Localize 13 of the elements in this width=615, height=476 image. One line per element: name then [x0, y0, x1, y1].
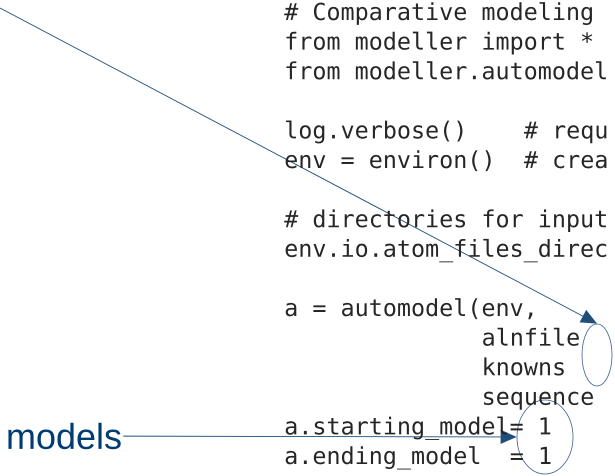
code-text: knowns: [484, 357, 564, 376]
code-text: from modeller import *: [286, 32, 592, 54]
code-text: # requ: [524, 122, 606, 144]
code-text: # Comparative modeling: [284, 2, 592, 26]
code-text: from modeller.automodel: [286, 61, 606, 80]
annotation-text: models: [8, 422, 121, 450]
code-text: a.ending_model: [286, 446, 480, 470]
code-text: alnfile: [483, 328, 579, 346]
highlight-ellipse: [582, 324, 612, 386]
code-text: log.verbose(): [286, 120, 462, 144]
code-text: sequence: [484, 392, 593, 410]
code-text: a = automodel(env,: [286, 298, 532, 320]
code-text: # crea: [524, 151, 606, 168]
